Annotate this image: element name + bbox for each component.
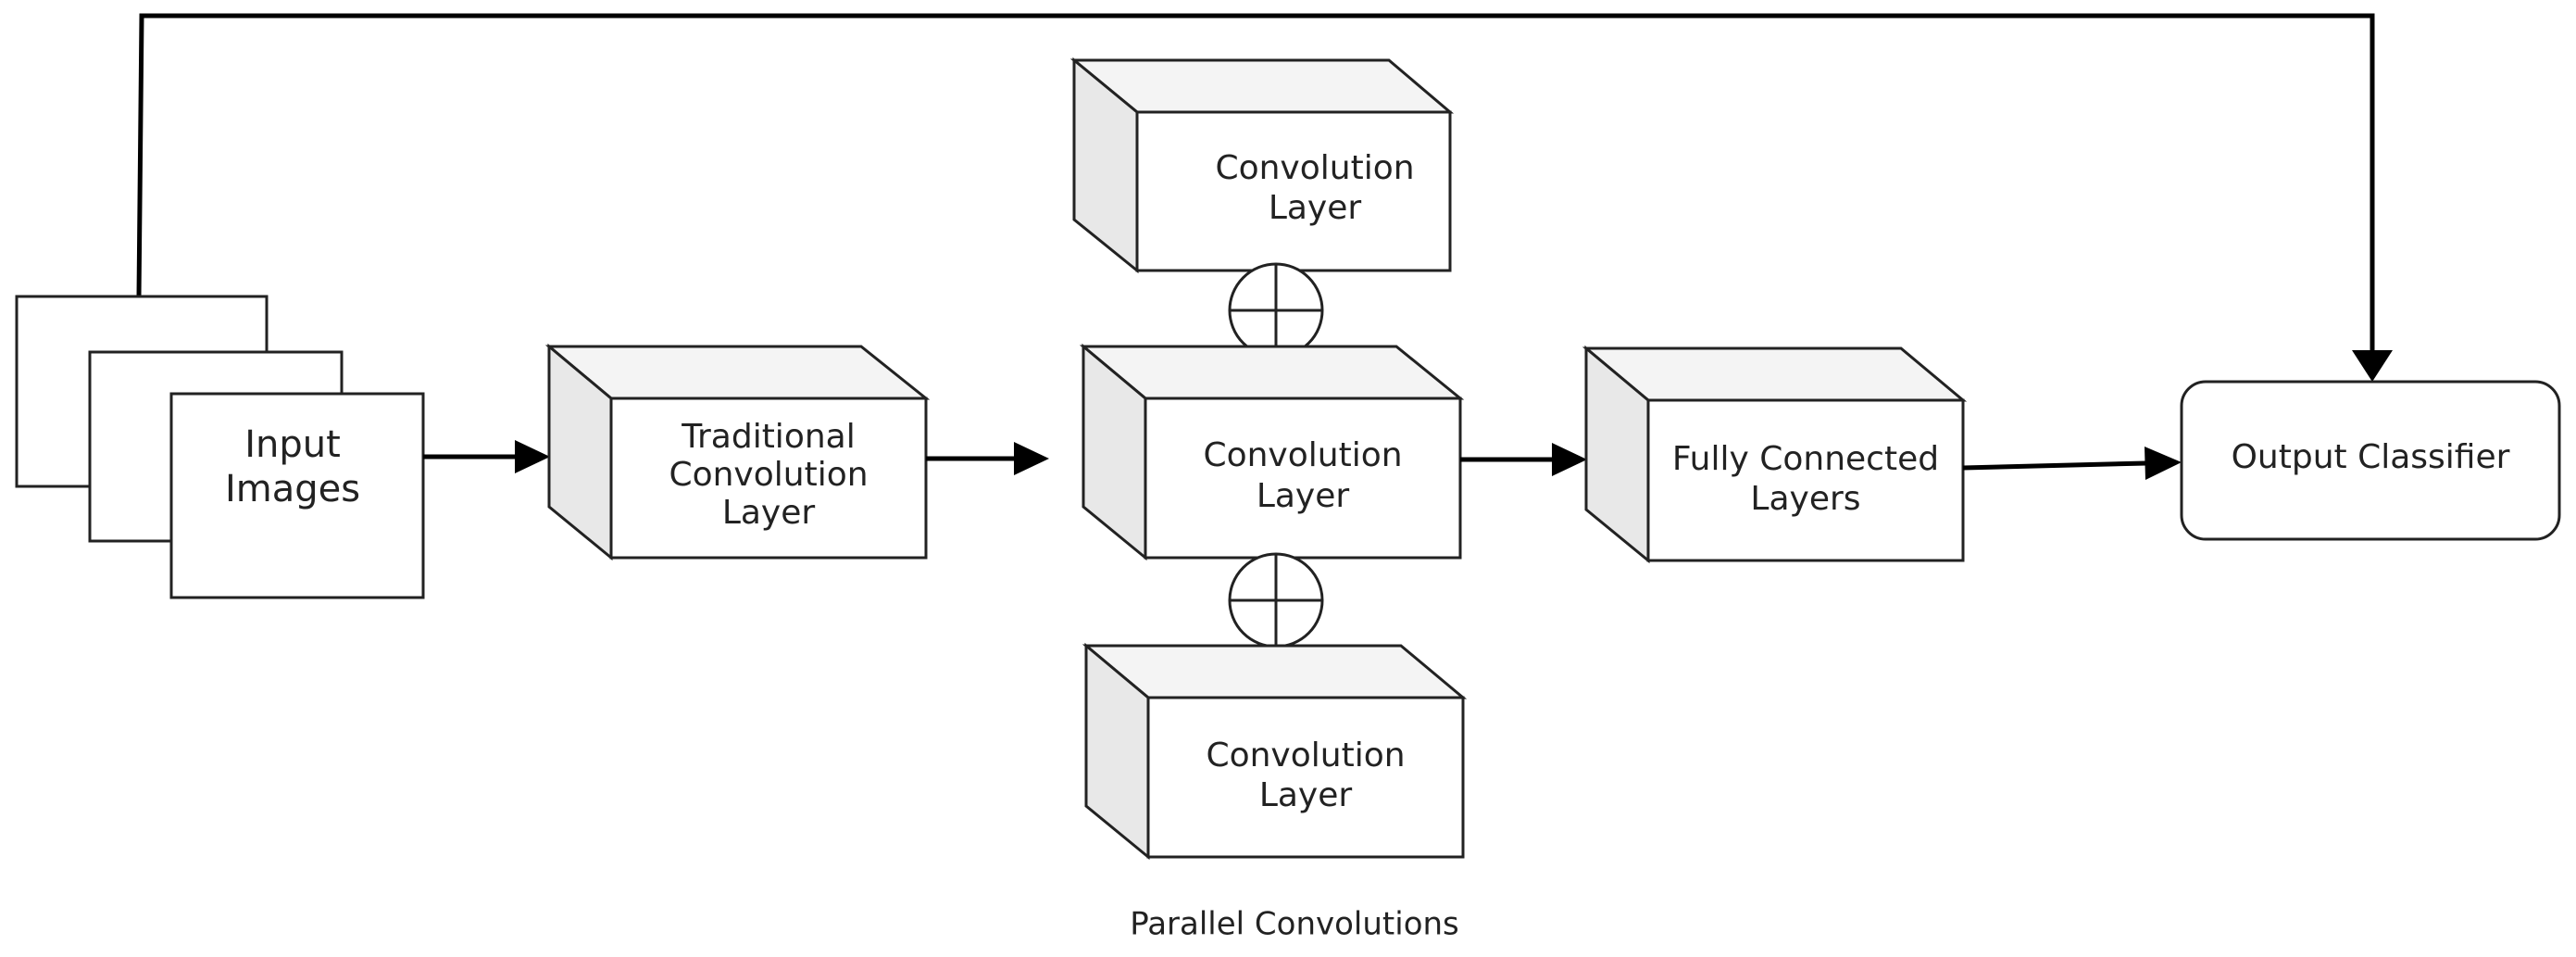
convolution-layer-bottom-box: Convolution Layer: [1082, 642, 1468, 861]
input-images-label-line2: Images: [225, 468, 360, 510]
traditional-convolution-box: Traditional Convolution Layer: [544, 343, 931, 561]
traditional-convolution-label-line2: Convolution: [669, 456, 868, 494]
arrow-fully-connected-to-output: [1962, 447, 2182, 480]
arrow-conv-to-fully-connected: [1460, 443, 1587, 476]
convolution-layer-middle-label-line1: Convolution: [1203, 436, 1402, 474]
input-image-sheet-front: [169, 392, 425, 599]
output-classifier-box: Output Classifier: [2180, 380, 2561, 541]
traditional-convolution-label-line1: Traditional: [681, 418, 855, 456]
fully-connected-layers-box: Fully Connected Layers: [1582, 345, 1968, 564]
fully-connected-label-line2: Layers: [1750, 480, 1860, 518]
convolution-layer-top-label-line1: Convolution: [1215, 149, 1414, 187]
convolution-layer-top-label-line2: Layer: [1269, 189, 1362, 227]
convolution-layer-bottom-label-line2: Layer: [1259, 776, 1353, 814]
convolution-layer-bottom-label-line1: Convolution: [1206, 737, 1405, 774]
traditional-convolution-label-line3: Layer: [722, 494, 816, 532]
arrow-traditional-to-conv: [926, 442, 1049, 475]
convolution-layer-middle-box: Convolution Layer: [1079, 343, 1465, 561]
sum-node-bottom-icon: [1228, 552, 1324, 648]
arrow-input-to-traditional: [423, 440, 550, 473]
sum-node-top-icon: [1228, 262, 1324, 359]
convolution-layer-middle-label-line2: Layer: [1257, 477, 1350, 515]
convolution-layer-top-box: Convolution Layer: [1069, 57, 1455, 274]
fully-connected-label-line1: Fully Connected: [1672, 440, 1939, 478]
input-images-stack: Input Images: [15, 295, 425, 599]
parallel-convolutions-caption: Parallel Convolutions: [1130, 906, 1459, 943]
input-images-label-line1: Input: [244, 423, 341, 466]
output-classifier-label: Output Classifier: [2232, 438, 2510, 476]
skip-connection-arrow: [136, 13, 2393, 382]
